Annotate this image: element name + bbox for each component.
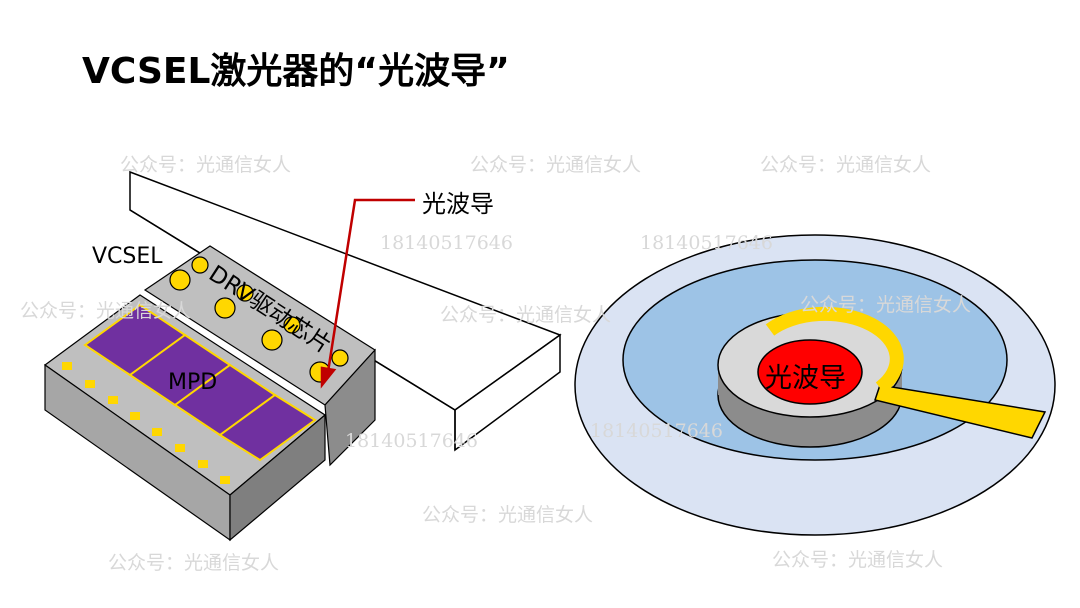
callout-arrow (320, 198, 415, 389)
watermark: 公众号：光通信女人 (760, 154, 932, 176)
vcsel-label: VCSEL (92, 244, 163, 269)
watermark: 公众号：光通信女人 (772, 549, 944, 571)
watermark: 18140517646 (640, 232, 773, 254)
watermark: 公众号：光通信女人 (440, 304, 612, 326)
watermark: 公众号：光通信女人 (422, 504, 594, 526)
watermark: 公众号：光通信女人 (120, 154, 292, 176)
mpd-label: MPD (168, 370, 218, 395)
page-title: VCSEL激光器的“光波导” (82, 51, 510, 92)
watermark: 公众号：光通信女人 (20, 300, 192, 322)
mpd-block (43, 294, 327, 542)
watermark: 公众号：光通信女人 (108, 552, 280, 574)
waveguide-view (574, 234, 1056, 536)
watermark: 18140517646 (380, 232, 513, 254)
watermark: 公众号：光通信女人 (470, 154, 642, 176)
waveguide-center-label: 光波导 (765, 363, 846, 394)
watermark: 18140517646 (590, 420, 723, 442)
watermark: 18140517646 (345, 430, 478, 452)
vcsel-array (143, 245, 376, 467)
watermark: 公众号：光通信女人 (800, 294, 972, 316)
waveguide-callout-label: 光波导 (422, 190, 494, 218)
